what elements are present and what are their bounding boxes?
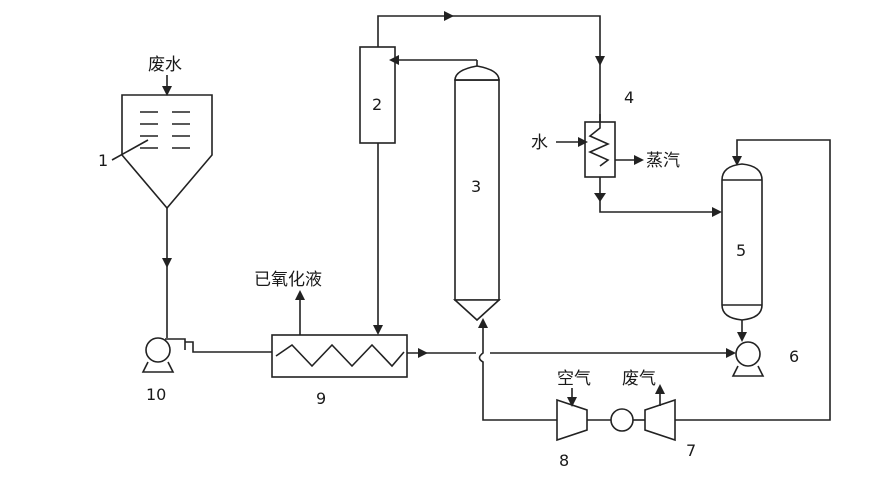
equipment-number-3: 3 [471, 177, 481, 196]
cooler [584, 114, 616, 178]
oxidation-reactor [452, 60, 502, 322]
equipment-number-8: 8 [559, 451, 569, 470]
equipment-number-9: 9 [316, 389, 326, 408]
arrow-right-icon [418, 348, 428, 358]
arrow-right-icon [634, 155, 644, 165]
arrow-down-icon [373, 325, 383, 335]
arrow-right-icon [444, 11, 454, 21]
arrow-down-icon [162, 86, 172, 96]
arrow-down-icon [732, 156, 742, 166]
oxidized-liquid-label: 已氧化液 [254, 270, 322, 290]
equipment-number-7: 7 [686, 441, 696, 460]
separator-vapor-line [377, 15, 601, 60]
arrow-down-icon [594, 193, 606, 202]
equipment-number-10: 10 [146, 385, 166, 404]
separation-vessel [721, 163, 763, 321]
arrow-up-icon [295, 290, 305, 300]
tank-liquid-dashes [140, 111, 190, 149]
air-feed-line [478, 322, 557, 421]
heat-exchanger [271, 334, 408, 378]
arrow-up-icon [655, 384, 665, 394]
exhaust-return-line [655, 139, 831, 421]
exhaust-expander [644, 398, 676, 442]
discharge-pump [731, 341, 765, 377]
water-label: 水 [531, 133, 548, 153]
arrow-right-icon [726, 348, 736, 358]
pump-to-exchanger-line [185, 341, 272, 353]
feed-pump [141, 337, 186, 373]
equipment-number-5: 5 [736, 241, 746, 260]
arrow-right-icon [578, 137, 588, 147]
air-compressor [556, 398, 588, 442]
air-label: 空气 [557, 369, 591, 389]
equipment-number-1: 1 [98, 151, 108, 170]
steam-label: 蒸汽 [646, 151, 680, 171]
arrow-right-icon [712, 207, 722, 217]
wastewater-tank [111, 94, 213, 210]
arrow-left-icon [389, 55, 399, 65]
arrow-down-icon [567, 397, 577, 407]
equipment-number-4: 4 [624, 88, 634, 107]
exhaust-gas-label: 废气 [622, 369, 656, 389]
equipment-number-6: 6 [789, 347, 799, 366]
arrow-down-icon [737, 332, 747, 342]
cooler-to-vessel-line [599, 177, 714, 213]
arrow-down-icon [162, 258, 172, 268]
wastewater-label: 废水 [148, 55, 182, 75]
gas-liquid-separator [359, 46, 396, 144]
equipment-number-2: 2 [372, 95, 382, 114]
drive-motor [610, 408, 634, 432]
arrow-up-icon [478, 318, 488, 328]
